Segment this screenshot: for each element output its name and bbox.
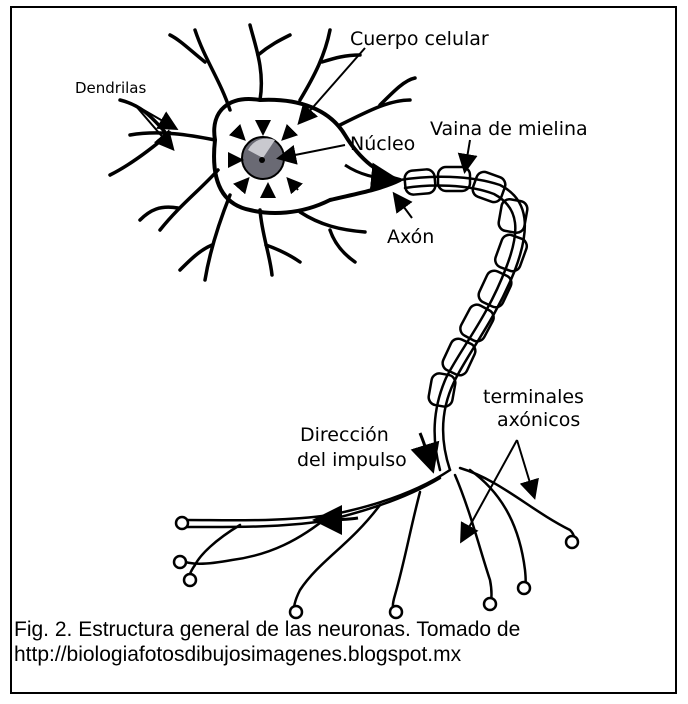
label-direccion-1: Dirección bbox=[300, 424, 389, 446]
label-terminales-2: axónicos bbox=[497, 409, 580, 431]
label-axon: Axón bbox=[387, 226, 434, 248]
nucleus bbox=[242, 137, 284, 179]
myelin-sheath bbox=[404, 167, 529, 408]
label-vaina-mielina: Vaina de mielina bbox=[430, 118, 588, 140]
caption-line-1: Fig. 2. Estructura general de las neuron… bbox=[14, 617, 674, 642]
label-direccion-2: del impulso bbox=[297, 449, 407, 471]
label-nucleo: Núcleo bbox=[350, 133, 415, 155]
label-terminales-1: terminales bbox=[483, 386, 584, 408]
label-dendritas: Dendrilas bbox=[75, 79, 147, 97]
axon-terminals bbox=[180, 468, 574, 612]
label-cuerpo-celular: Cuerpo celular bbox=[350, 28, 489, 50]
figure-caption: Fig. 2. Estructura general de las neuron… bbox=[14, 617, 674, 667]
caption-line-2: http://biologiafotosdibujosimagenes.blog… bbox=[14, 642, 674, 667]
